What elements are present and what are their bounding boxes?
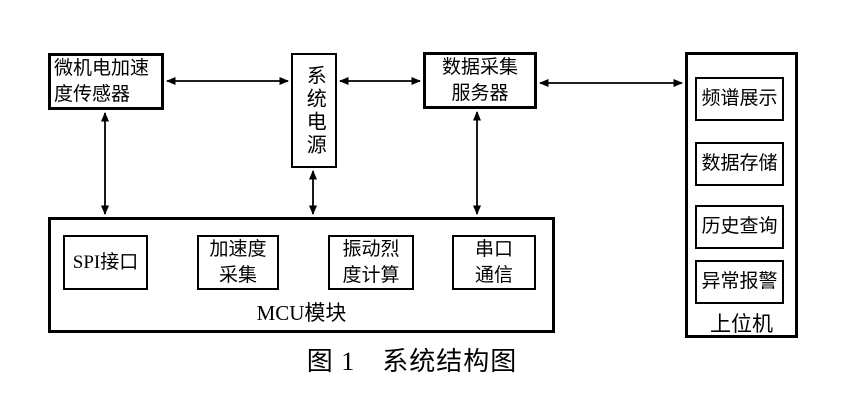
data-storage-label: 数据存储 [701, 153, 778, 175]
spi-interface-label: SPI接口 [72, 251, 139, 273]
mems-accelerometer-label: 微机电加速 度传感器 [54, 58, 150, 105]
mems-accelerometer-box: 微机电加速 度传感器 [48, 53, 164, 110]
history-query-box: 历史查询 [695, 205, 784, 249]
system-power-box: 系统电源 [291, 53, 337, 168]
history-query-label: 历史查询 [701, 216, 778, 238]
serial-communication-label: 串口 通信 [474, 239, 513, 286]
spi-interface-box: SPI接口 [63, 235, 148, 290]
vibration-intensity-calculation-box: 振动烈 度计算 [328, 235, 414, 290]
acceleration-acquisition-label: 加速度 采集 [209, 239, 267, 286]
abnormal-alarm-box: 异常报警 [695, 260, 784, 304]
system-power-label: 系统电源 [303, 64, 326, 157]
data-acquisition-server-label: 数据采集 服务器 [441, 57, 518, 104]
data-acquisition-server-box: 数据采集 服务器 [423, 52, 537, 109]
abnormal-alarm-label: 异常报警 [701, 271, 778, 293]
figure-caption: 图 1 系统结构图 [306, 347, 518, 376]
vibration-intensity-calculation-label: 振动烈 度计算 [342, 239, 400, 286]
spectrum-display-box: 频谱展示 [695, 77, 784, 121]
spectrum-display-label: 频谱展示 [701, 88, 778, 110]
mcu-module-label: MCU模块 [256, 301, 347, 325]
acceleration-acquisition-box: 加速度 采集 [197, 235, 279, 290]
serial-communication-box: 串口 通信 [452, 235, 536, 290]
host-computer-label: 上位机 [710, 312, 773, 336]
data-storage-box: 数据存储 [695, 142, 784, 186]
